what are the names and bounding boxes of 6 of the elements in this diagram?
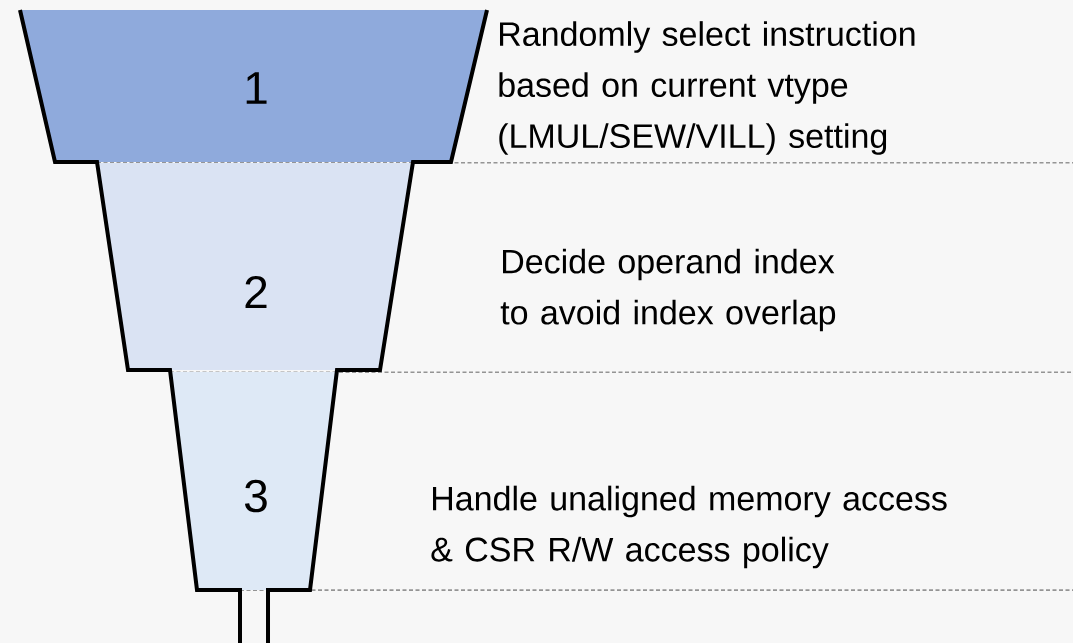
funnel-band: 2 [97, 163, 413, 370]
description-text: Randomly select instruction based on current vtype (LMUL/SEW/VILL) setting [499, 21, 915, 155]
funnel-band: 3 [170, 372, 337, 590]
description-text: Decide operand index to avoid index overlap [500, 248, 836, 332]
funnel-band: 1 [20, 10, 487, 162]
description-text: Handle unaligned memory access & CSR R/W access policy [431, 485, 947, 569]
